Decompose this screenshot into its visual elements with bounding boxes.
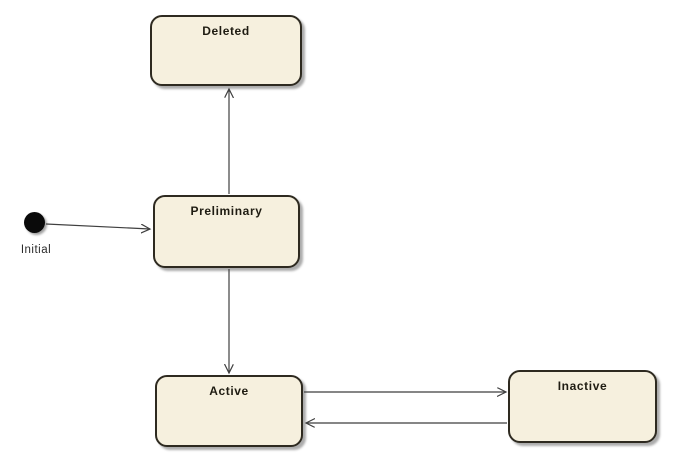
initial-state-icon[interactable] (24, 212, 45, 233)
state-preliminary[interactable]: Preliminary (153, 195, 300, 268)
state-deleted[interactable]: Deleted (150, 15, 302, 86)
initial-state-label: Initial (20, 244, 52, 256)
transition-initial-to-preliminary[interactable] (45, 223, 150, 229)
state-inactive[interactable]: Inactive (508, 370, 657, 443)
state-preliminary-label: Preliminary (190, 204, 263, 218)
state-inactive-label: Inactive (557, 379, 608, 393)
state-active-label: Active (209, 384, 249, 398)
state-active[interactable]: Active (155, 375, 303, 447)
state-deleted-label: Deleted (202, 24, 250, 38)
